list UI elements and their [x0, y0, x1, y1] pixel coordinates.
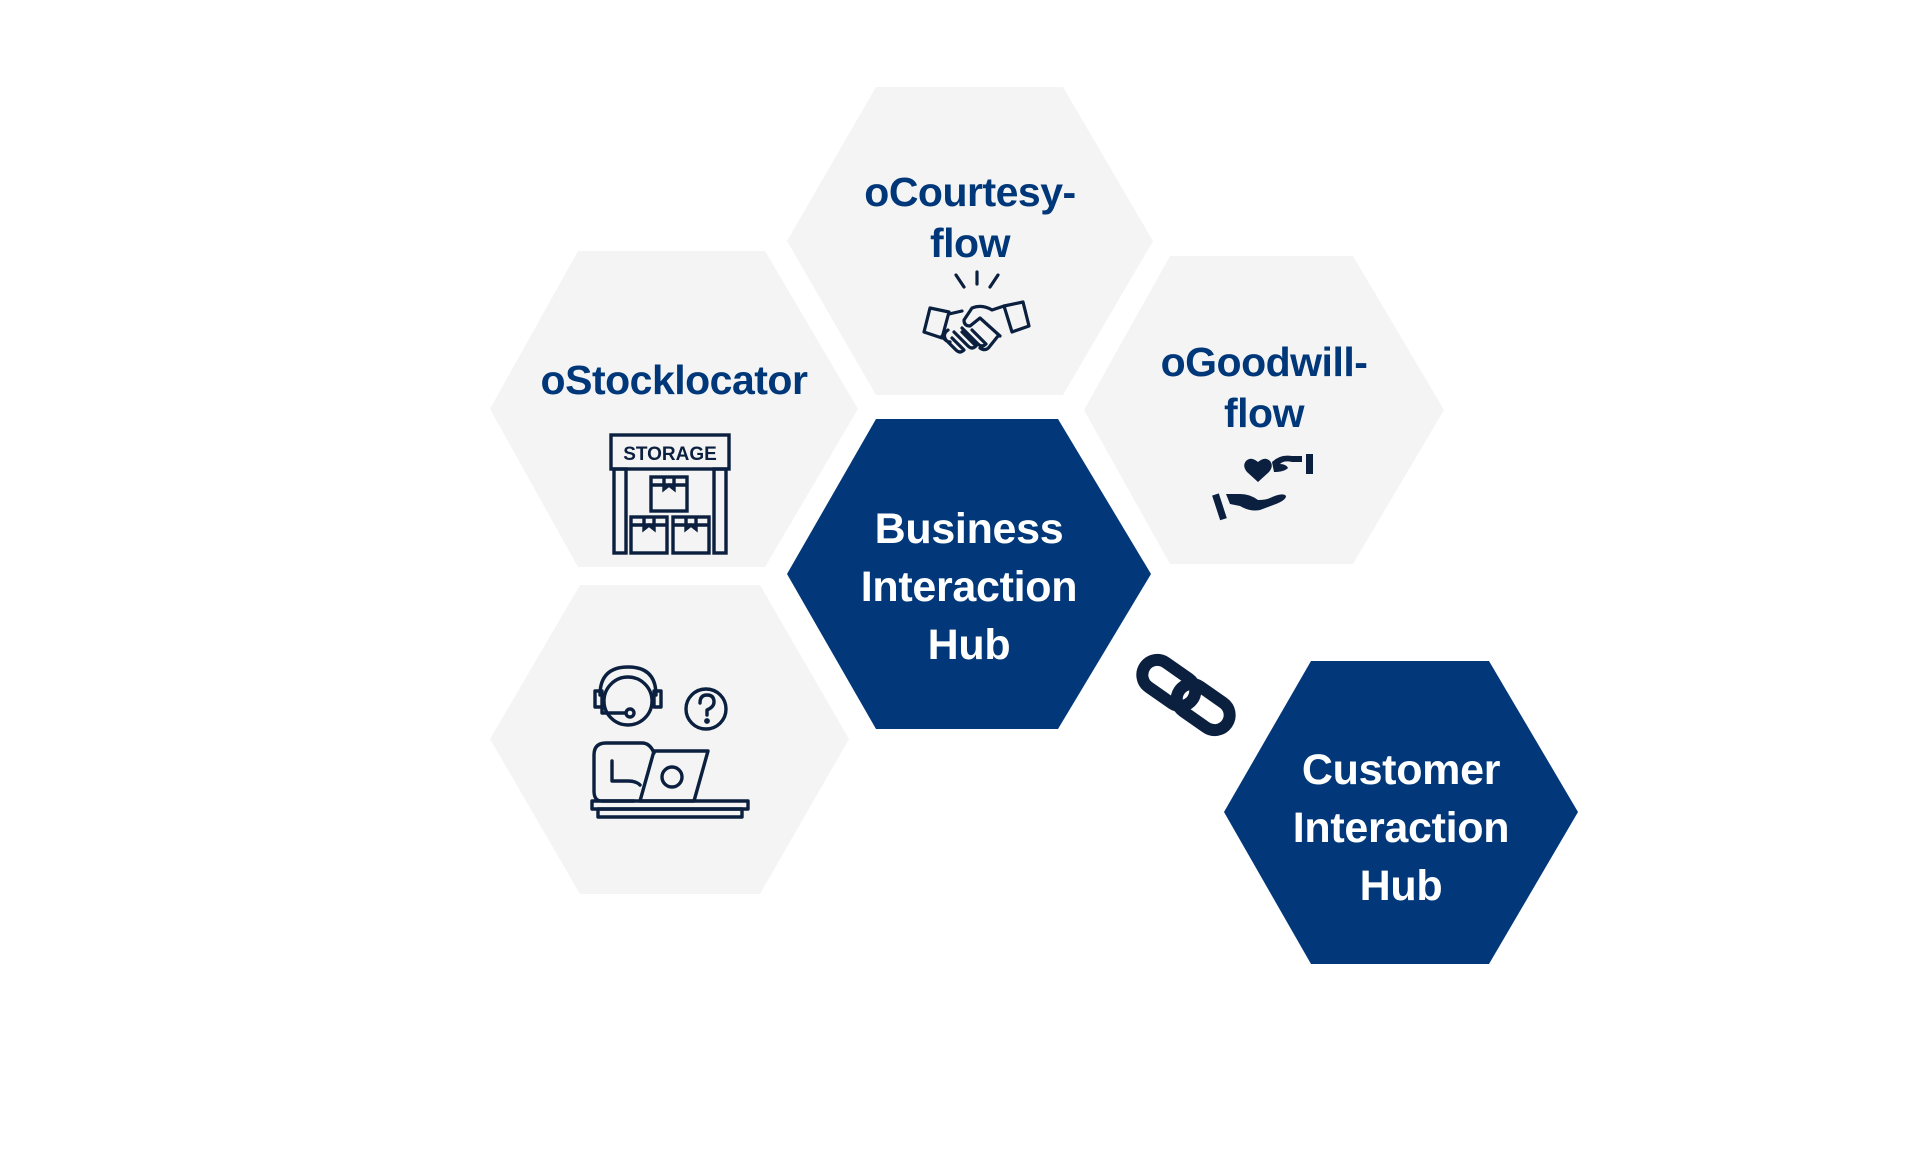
title-line: Customer: [1301, 746, 1501, 794]
module-title: oCourtesy- flow: [787, 167, 1153, 269]
giving-heart-hands-icon: [1210, 452, 1320, 524]
storage-warehouse-icon: STORAGE: [609, 433, 731, 555]
hex-business-interaction-hub[interactable]: Business Interaction Hub: [787, 419, 1151, 729]
handshake-icon: [920, 270, 1033, 360]
module-title: oGoodwill- flow: [1084, 337, 1444, 439]
hex-shape: [490, 251, 858, 567]
storage-label: STORAGE: [623, 444, 717, 465]
hex-ostocklocator[interactable]: oStocklocator STORAGE: [490, 251, 858, 567]
chain-link-icon: [1130, 650, 1242, 740]
title-line: Hub: [1359, 862, 1443, 910]
title-line: Hub: [927, 621, 1011, 669]
hex-shape: [490, 585, 849, 894]
title-line: Interaction: [1292, 804, 1510, 852]
title-line: Interaction: [860, 563, 1078, 611]
hex-shape: [1084, 256, 1444, 564]
customer-support-agent-icon: [590, 661, 750, 819]
title-line: Business: [874, 505, 1064, 553]
title-line: oCourtesy-: [864, 169, 1076, 215]
hex-shape: [787, 87, 1153, 395]
hub-title: Business Interaction Hub: [787, 500, 1151, 674]
title-line: flow: [1224, 390, 1304, 436]
title-line: oGoodwill-: [1160, 339, 1368, 385]
hex-shape: [787, 419, 1151, 729]
title-line: oStocklocator: [540, 357, 808, 403]
hex-customer-interaction-hub[interactable]: Customer Interaction Hub: [1224, 661, 1578, 964]
title-line: flow: [930, 220, 1010, 266]
hub-title: Customer Interaction Hub: [1224, 741, 1578, 915]
module-title: oStocklocator: [490, 355, 858, 406]
hex-ogoodwill-flow[interactable]: oGoodwill- flow: [1084, 256, 1444, 564]
hex-shape: [1224, 661, 1578, 964]
hex-ocourtesy-flow[interactable]: oCourtesy- flow: [787, 87, 1153, 395]
hex-customer-support[interactable]: [490, 585, 849, 894]
